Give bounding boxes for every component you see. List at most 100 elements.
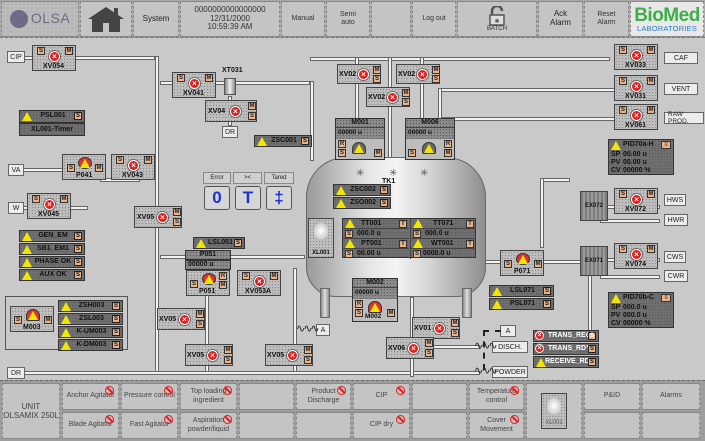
tag-a-right[interactable]: A: [500, 325, 516, 337]
anchor-agitator-button[interactable]: Anchor Agitator: [62, 383, 119, 410]
valve-xv06[interactable]: XV06 × M S: [386, 337, 434, 359]
tag-powder[interactable]: POWDER: [492, 366, 528, 378]
temperature-control-button[interactable]: Temperature control: [469, 383, 524, 410]
cover-movement-button[interactable]: Cover Movement: [469, 412, 524, 439]
valve-xv05-a[interactable]: XV05 × M S: [134, 206, 182, 228]
empty-button[interactable]: [296, 412, 351, 439]
valve-xv054[interactable]: S M × XV054: [32, 45, 76, 71]
tag-raw-prod[interactable]: RAW PROD.: [664, 111, 704, 125]
batch-button[interactable]: ✱ BATCH: [457, 1, 537, 37]
lamp-xl001[interactable]: XL001: [308, 218, 334, 258]
valve-xv05-b[interactable]: XV05 × M S: [157, 308, 205, 330]
pid-button[interactable]: P&ID: [584, 383, 640, 410]
logout-button[interactable]: Log out: [412, 1, 456, 37]
valve-xv05-d[interactable]: XV05 × M S: [265, 344, 313, 366]
pump-p071[interactable]: S M P071: [500, 250, 544, 276]
pump-p051[interactable]: S R M P051: [186, 270, 230, 296]
tag-vent[interactable]: VENT: [664, 83, 698, 95]
manual-button[interactable]: Manual: [281, 1, 325, 37]
home-button[interactable]: [80, 1, 132, 37]
timer-xl001[interactable]: XL001-Timer: [19, 123, 85, 136]
valve-xv04[interactable]: XV04 × M S: [205, 100, 257, 122]
empty-button[interactable]: [584, 412, 640, 439]
empty-button[interactable]: [239, 383, 294, 410]
valve-xv045[interactable]: S M × XV045: [27, 193, 71, 219]
valve-xv072[interactable]: S M × XV072: [614, 188, 658, 214]
valve-xv01[interactable]: XV01 × M S: [412, 317, 460, 339]
cip-dry-button[interactable]: CIP dry: [353, 412, 410, 439]
tag-cws[interactable]: CWS: [664, 251, 686, 263]
alarms-button[interactable]: Alarms: [642, 383, 700, 410]
fast-agitator-button[interactable]: Fast Agitator: [121, 412, 178, 439]
valve-xv053a[interactable]: S M × XV053A: [237, 270, 281, 296]
valve-xv074[interactable]: S M × XV074: [614, 243, 658, 269]
tag-va[interactable]: VA: [8, 164, 24, 176]
tared-button[interactable]: ‡: [266, 186, 292, 210]
pump-p041[interactable]: S M P041: [62, 154, 106, 180]
tag-hws[interactable]: HWS: [664, 194, 686, 206]
motor-m003[interactable]: S M M003: [10, 306, 54, 332]
pressure-control-button[interactable]: Pressure control: [121, 383, 178, 410]
tag-cwr[interactable]: CWR: [664, 270, 688, 282]
valve-xv043[interactable]: S M × XV043: [111, 154, 155, 180]
heat-exchanger-ex071[interactable]: EX071: [580, 246, 608, 276]
valve-xv02-c[interactable]: XV02 × M S: [366, 87, 410, 107]
empty-button[interactable]: [412, 412, 467, 439]
valve-xv031[interactable]: S M × XV031: [614, 75, 658, 101]
valve-xv041[interactable]: S M × XV041: [172, 72, 216, 98]
valve-xv02-b[interactable]: XV02 × M S: [396, 64, 440, 84]
filter-xt031[interactable]: [224, 78, 236, 95]
blade-agitator-button[interactable]: Blade Agitator: [62, 412, 119, 439]
tag-dr-top[interactable]: DR: [222, 126, 238, 138]
tag-caf[interactable]: CAF: [664, 52, 698, 64]
empty-button[interactable]: [412, 383, 467, 410]
valve-xv02-a[interactable]: XV02 × M S: [337, 64, 381, 84]
aspiration-button[interactable]: Aspiration powder/liquid: [180, 412, 237, 439]
ack-alarm-button[interactable]: Ack Alarm: [538, 1, 583, 37]
semi-auto-button[interactable]: Semi auto: [326, 1, 370, 37]
motor-m001[interactable]: M001 00000 u R S M: [335, 118, 385, 160]
blank-toolbar-button[interactable]: [371, 1, 411, 37]
motor-m002[interactable]: M002 00000 u R S M M002: [352, 278, 398, 322]
empty-button[interactable]: [642, 412, 700, 439]
heat-exchanger-ex072[interactable]: EX072: [580, 191, 608, 221]
lamp-button[interactable]: XL001: [526, 383, 582, 439]
top-loading-ingredient-button[interactable]: Top loading ingredient: [180, 383, 237, 410]
empty-button[interactable]: [239, 412, 294, 439]
tag-w[interactable]: W: [8, 202, 24, 214]
valve-xv061[interactable]: S M × XV061: [614, 104, 658, 130]
tag-dr-bottom[interactable]: DR: [7, 367, 25, 379]
reset-alarm-button[interactable]: Reset Alarm: [584, 1, 629, 37]
valve-xv033[interactable]: S M × XV033: [614, 44, 658, 70]
motor-m006[interactable]: M006 00000 u S R M: [405, 118, 455, 160]
tag-cip[interactable]: CIP: [7, 51, 25, 63]
tag-hwr[interactable]: HWR: [664, 214, 688, 226]
tare-button[interactable]: T: [235, 186, 261, 210]
tag-a-left[interactable]: A: [316, 324, 330, 336]
system-button[interactable]: System: [133, 1, 179, 37]
valve-xv05-c[interactable]: XV05 × M S: [185, 344, 233, 366]
